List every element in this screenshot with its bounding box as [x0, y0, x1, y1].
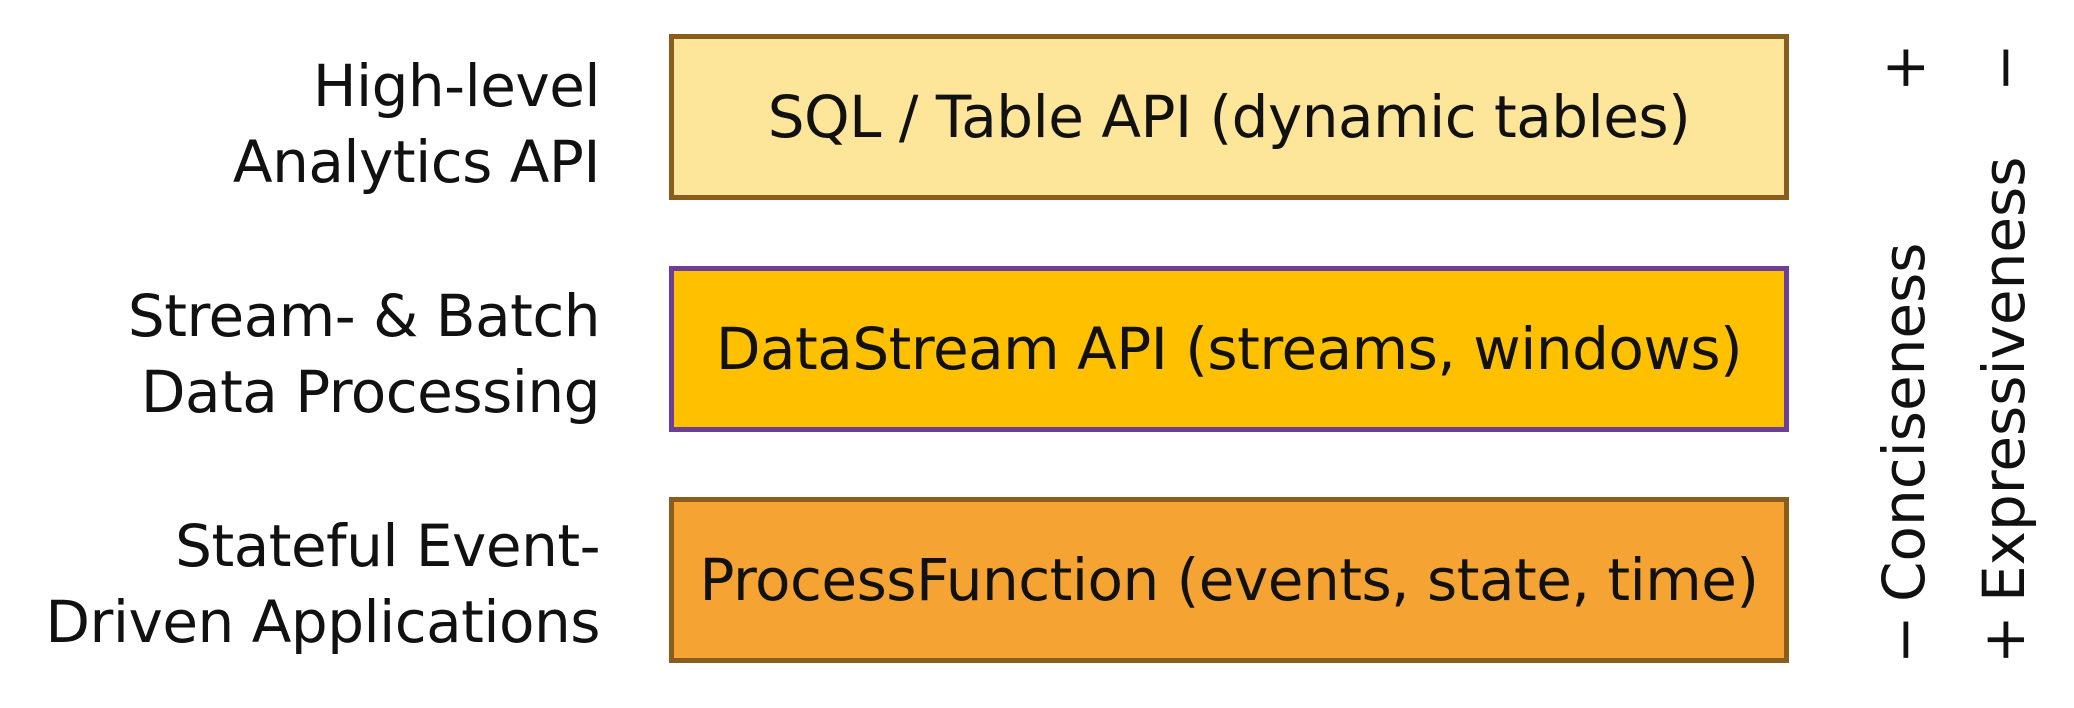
axis-sign-low: −	[1970, 43, 2038, 92]
row-label-line: Stateful Event-	[175, 512, 600, 580]
row-label-analytics: High-level Analytics API	[0, 48, 601, 200]
axis-conciseness: − Conciseness +	[1866, 43, 1942, 664]
layer-box-text: ProcessFunction (events, state, time)	[699, 546, 1759, 614]
row-label-line: Data Processing	[140, 358, 601, 426]
row-label-line: Driven Applications	[45, 588, 600, 656]
axis-label: Conciseness	[1870, 242, 1938, 602]
row-label-line: High-level	[312, 52, 601, 120]
layer-box-datastream-api: DataStream API (streams, windows)	[669, 266, 1789, 432]
row-label-stream-batch: Stream- & Batch Data Processing	[0, 278, 601, 430]
row-label-line: Stream- & Batch	[127, 282, 601, 350]
axis-label: Expressiveness	[1970, 156, 2038, 602]
row-label-line: Analytics API	[232, 128, 601, 196]
axis-sign-high: +	[1870, 43, 1938, 92]
axis-sign-low: −	[1870, 615, 1938, 664]
axis-expressiveness: + Expressiveness −	[1966, 43, 2042, 664]
axis-sign-high: +	[1970, 615, 2038, 664]
layer-box-text: DataStream API (streams, windows)	[715, 315, 1743, 383]
layer-box-processfunction: ProcessFunction (events, state, time)	[669, 497, 1789, 663]
layer-box-text: SQL / Table API (dynamic tables)	[767, 83, 1691, 151]
layer-box-sql-table-api: SQL / Table API (dynamic tables)	[669, 34, 1789, 200]
row-label-event-driven: Stateful Event- Driven Applications	[0, 508, 600, 660]
